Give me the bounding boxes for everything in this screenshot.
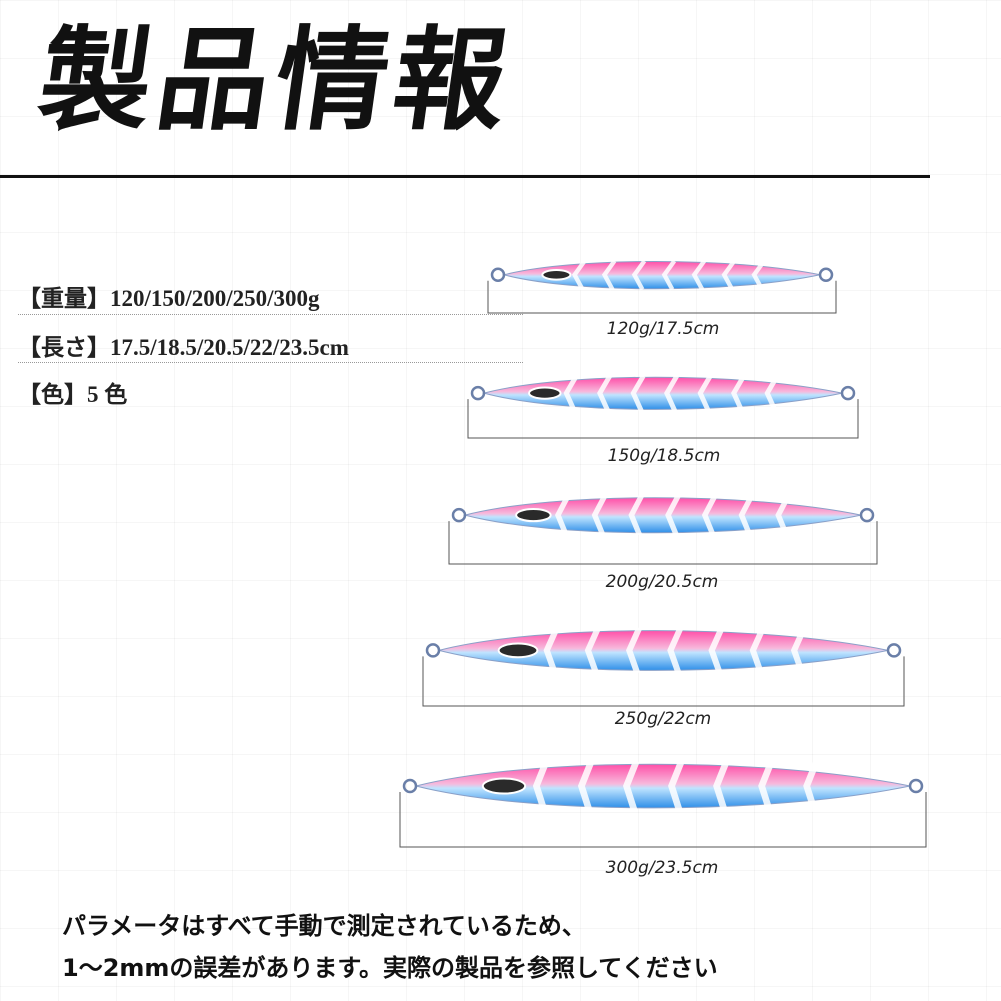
spec-weight-value: 120/150/200/250/300g bbox=[110, 286, 320, 311]
spec-color: 【色】5 色 bbox=[18, 375, 127, 409]
page-title: 製品情報 bbox=[30, 16, 522, 146]
spec-color-label: 【色】 bbox=[18, 382, 87, 407]
jig-image bbox=[486, 255, 838, 315]
spec-weight: 【重量】120/150/200/250/300g bbox=[18, 279, 320, 313]
spec-length: 【長さ】17.5/18.5/20.5/22/23.5cm bbox=[18, 328, 349, 362]
jig-caption: 200g/20.5cm bbox=[605, 572, 719, 592]
spec-divider bbox=[18, 314, 523, 315]
spec-divider bbox=[18, 362, 523, 363]
jig-caption: 120g/17.5cm bbox=[606, 319, 720, 339]
spec-color-value: 5 色 bbox=[87, 382, 128, 407]
note-line-2: 1〜2mmの誤差があります。実際の製品を参照してください bbox=[62, 954, 718, 982]
jig-image bbox=[466, 370, 860, 440]
jig-image bbox=[398, 755, 928, 849]
jig-caption: 150g/18.5cm bbox=[607, 446, 721, 466]
spec-length-value: 17.5/18.5/20.5/22/23.5cm bbox=[110, 335, 349, 360]
jig-caption: 250g/22cm bbox=[614, 709, 712, 729]
title-underline bbox=[0, 175, 930, 178]
jig-caption: 300g/23.5cm bbox=[605, 858, 719, 878]
spec-weight-label: 【重量】 bbox=[18, 286, 110, 311]
spec-length-label: 【長さ】 bbox=[18, 335, 110, 360]
jig-image bbox=[447, 490, 879, 566]
note-line-1: パラメータはすべて手動で測定されているため、 bbox=[62, 912, 586, 940]
jig-image bbox=[421, 622, 906, 708]
